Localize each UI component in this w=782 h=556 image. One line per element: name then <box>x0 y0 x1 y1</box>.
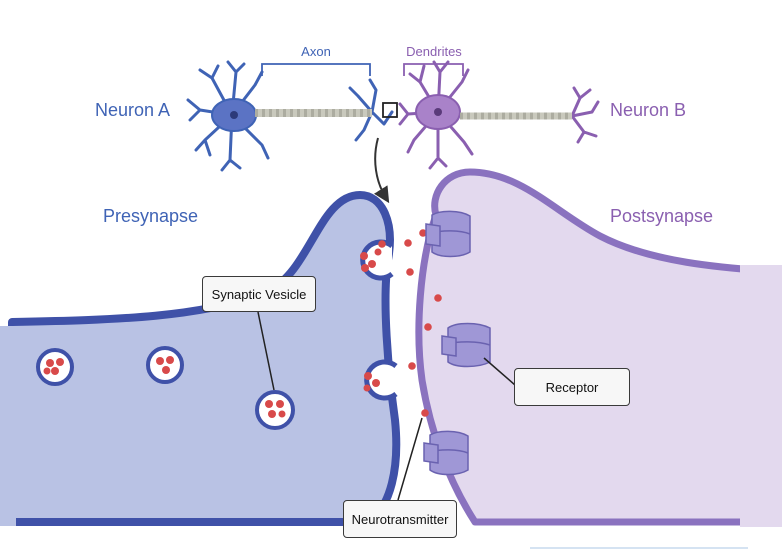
dendrites-label: Dendrites <box>406 44 462 59</box>
receptor-leader <box>483 357 516 386</box>
fusing-vesicle <box>360 239 394 281</box>
neuron-b <box>398 60 600 170</box>
neurotransmitter-callout: Neurotransmitter <box>343 500 457 538</box>
postsynapse-label: Postsynapse <box>610 206 713 226</box>
neuron-b-nucleus <box>434 108 442 116</box>
receptor <box>425 210 471 258</box>
receptor <box>441 322 491 368</box>
receptor <box>423 430 469 476</box>
dendrites-bracket <box>403 63 464 76</box>
postsynapse-fill-edge <box>740 265 782 527</box>
synaptic-vesicle <box>36 348 74 386</box>
synaptic-vesicle <box>255 390 295 430</box>
neuron-a <box>186 60 394 172</box>
neurotransmitter-leader <box>397 417 423 501</box>
presynapse-label: Presynapse <box>103 206 198 226</box>
fusing-vesicle <box>363 359 398 401</box>
neuron-b-label: Neuron B <box>610 100 686 120</box>
neuron-a-label: Neuron A <box>95 100 170 120</box>
postsynapse-terminal <box>415 168 782 526</box>
receptors <box>423 210 491 476</box>
neuron-a-axon-terminal <box>348 78 394 142</box>
zoom-box <box>382 102 398 118</box>
synaptic-vesicle <box>146 346 184 384</box>
synaptic-vesicle-callout: Synaptic Vesicle <box>202 276 316 312</box>
synaptic-vesicles <box>36 239 398 430</box>
neurotransmitters <box>378 229 442 417</box>
vesicle-leader <box>257 311 275 391</box>
zoom-arrow <box>373 137 390 204</box>
presynapse-fill-edge <box>0 326 16 526</box>
neuron-b-axon-terminal <box>570 86 600 144</box>
receptor-callout: Receptor <box>514 368 630 406</box>
axon-label: Axon <box>301 44 331 59</box>
axon-bracket <box>261 63 371 76</box>
neuron-a-nucleus <box>230 111 238 119</box>
